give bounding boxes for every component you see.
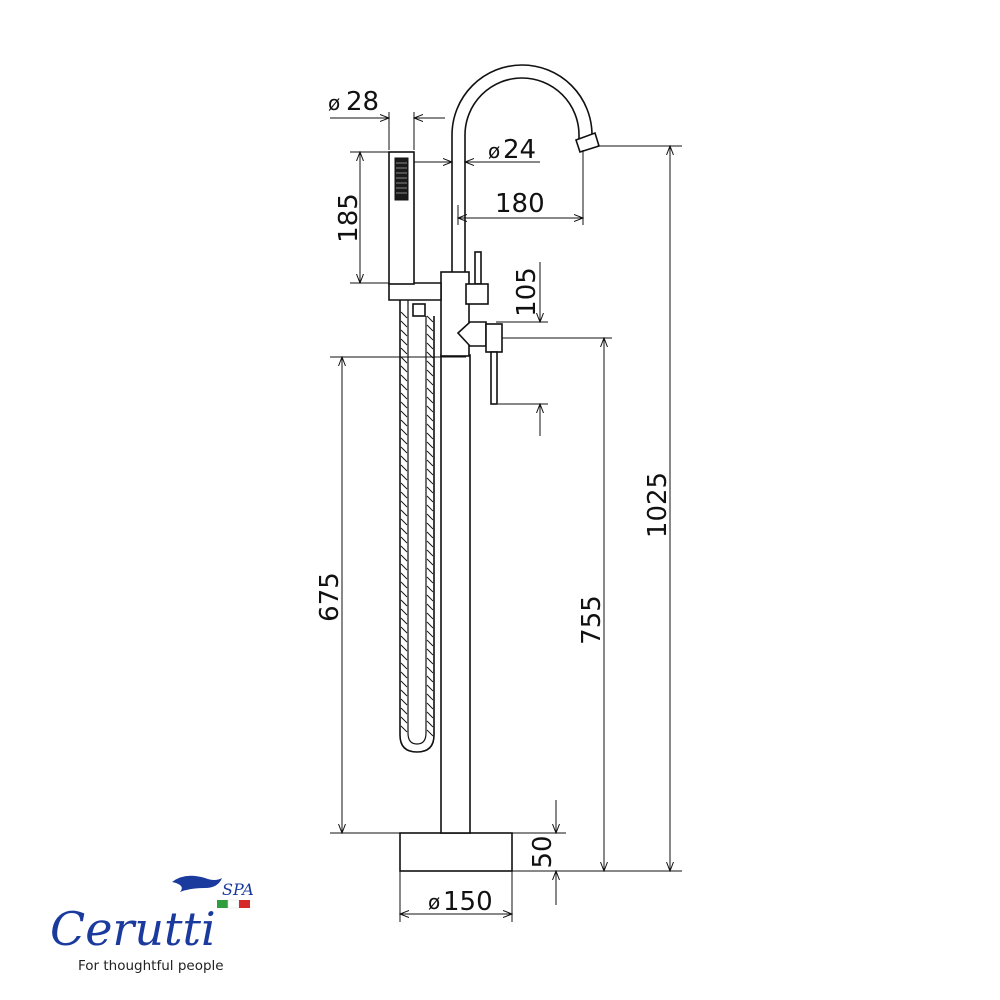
dim-hand-shower-length: 185 — [334, 193, 364, 243]
brand-logo: SPA Cerutti For thoughtful people — [50, 875, 254, 974]
spout — [451, 64, 593, 274]
dim-hand-shower-diameter: 28 — [346, 87, 379, 117]
spout-inner — [464, 77, 580, 274]
hose-connector — [412, 303, 426, 317]
dim-spout-reach: 180 — [495, 189, 545, 219]
hose-texture — [400, 311, 434, 737]
dim-hand-shower-diameter-symbol: ø — [328, 91, 340, 115]
faucet-body — [388, 64, 600, 872]
hose-outer — [399, 300, 435, 753]
dim-lever-height: 105 — [512, 267, 542, 317]
hose-inner — [407, 300, 427, 745]
mixer-body — [440, 271, 470, 357]
dim-base-diameter: 150 — [443, 887, 493, 917]
dim-spout-diameter-symbol: ø — [488, 139, 500, 163]
column — [440, 354, 471, 834]
dim-lever-axis-height: 755 — [577, 595, 607, 645]
holder-bar — [388, 282, 442, 301]
upper-lever-hub — [465, 283, 489, 305]
hand-shower-head — [394, 157, 409, 201]
dolphin-icon — [172, 875, 222, 892]
italy-flag-icon — [217, 899, 250, 909]
main-lever-handle — [490, 351, 498, 405]
dim-base-height: 50 — [528, 835, 558, 868]
brand-tagline: For thoughtful people — [78, 958, 224, 974]
main-lever-hub — [485, 323, 503, 353]
hand-shower-head-texture — [396, 162, 407, 194]
dim-spout-diameter: 24 — [503, 135, 536, 165]
upper-lever — [474, 251, 482, 285]
floor-base — [399, 832, 513, 872]
dim-base-diameter-symbol: ø — [428, 890, 440, 914]
brand-name: Cerutti — [50, 902, 216, 956]
brand-suffix: SPA — [222, 880, 254, 899]
dim-hose-height: 675 — [315, 572, 345, 622]
dimension-lines — [330, 112, 682, 922]
dim-total-height: 1025 — [643, 472, 673, 538]
